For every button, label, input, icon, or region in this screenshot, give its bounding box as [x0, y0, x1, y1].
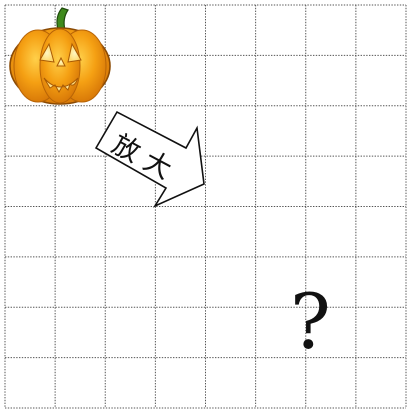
jack-o-lantern-icon [10, 8, 110, 104]
question-mark: ? [290, 277, 331, 366]
